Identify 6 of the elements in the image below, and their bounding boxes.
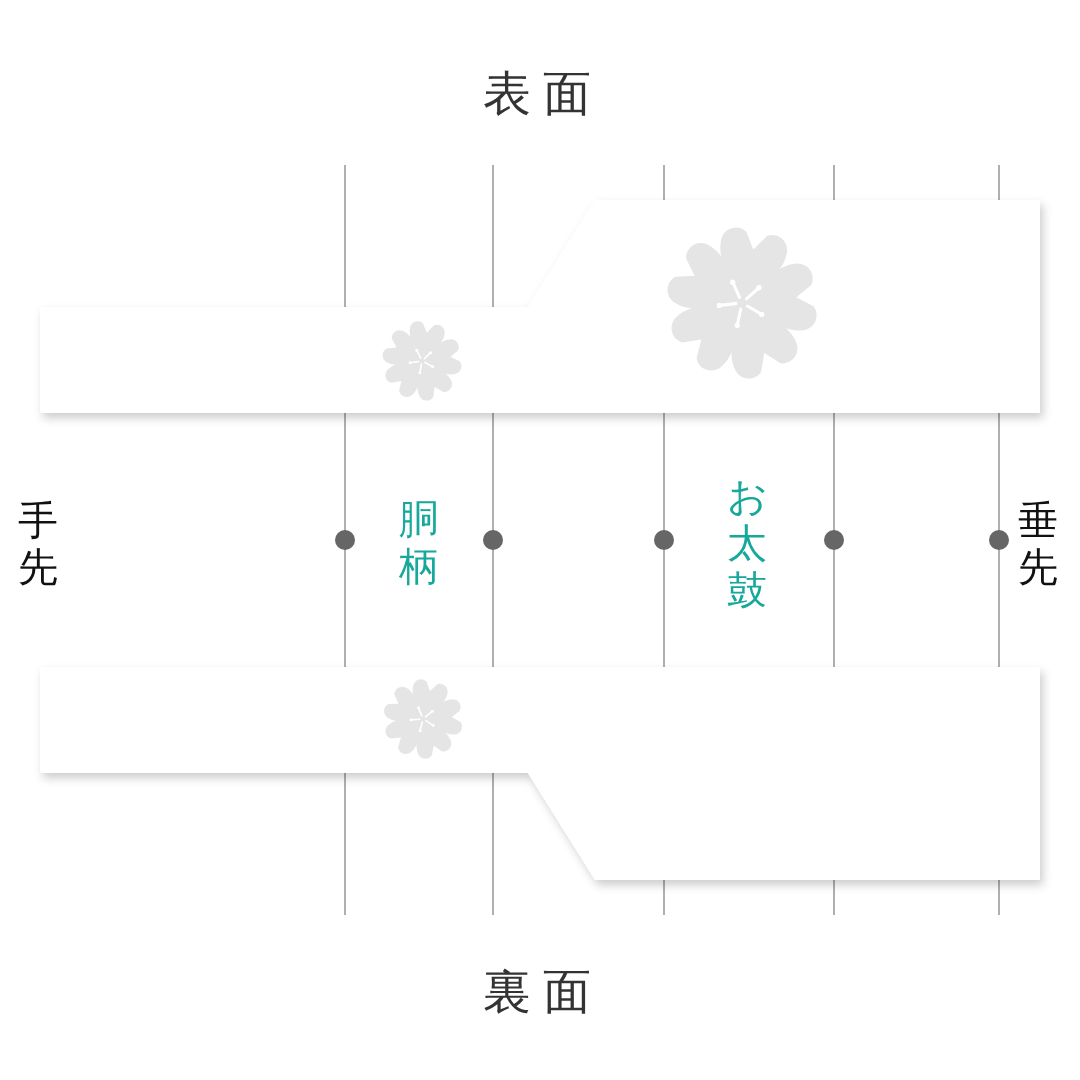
position-label: お太鼓 [727, 474, 767, 615]
position-label: 胴柄 [399, 497, 439, 591]
section-heading: 裏面 [483, 968, 603, 1016]
position-label: 手先 [18, 498, 58, 592]
section-heading: 表面 [483, 70, 603, 118]
position-label: 垂先 [1018, 498, 1058, 592]
